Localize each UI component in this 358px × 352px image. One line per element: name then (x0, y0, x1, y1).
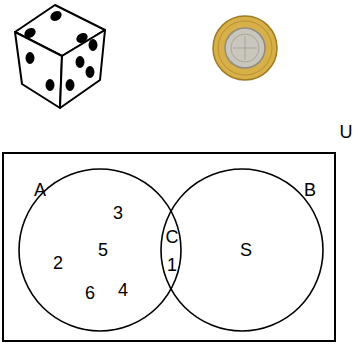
set-element: 2 (53, 254, 63, 272)
set-element: 3 (113, 204, 123, 222)
set-circle: A 3 2 5 6 4 (18, 168, 182, 332)
set-circle: BS (160, 168, 324, 332)
set-element: 6 (85, 284, 95, 302)
die-icon (15, 5, 105, 108)
universe-set-box: UA32564BS (2, 152, 336, 342)
set-name: A (34, 181, 46, 199)
set-element: 4 (118, 281, 128, 299)
set-element: S (240, 241, 252, 259)
set-element: 5 (98, 241, 108, 259)
intersection-element: 1 (167, 256, 177, 274)
coin-icon (213, 16, 277, 80)
intersection-element: C (166, 228, 179, 246)
set-name: B (304, 181, 316, 199)
set-name: U (340, 123, 353, 141)
